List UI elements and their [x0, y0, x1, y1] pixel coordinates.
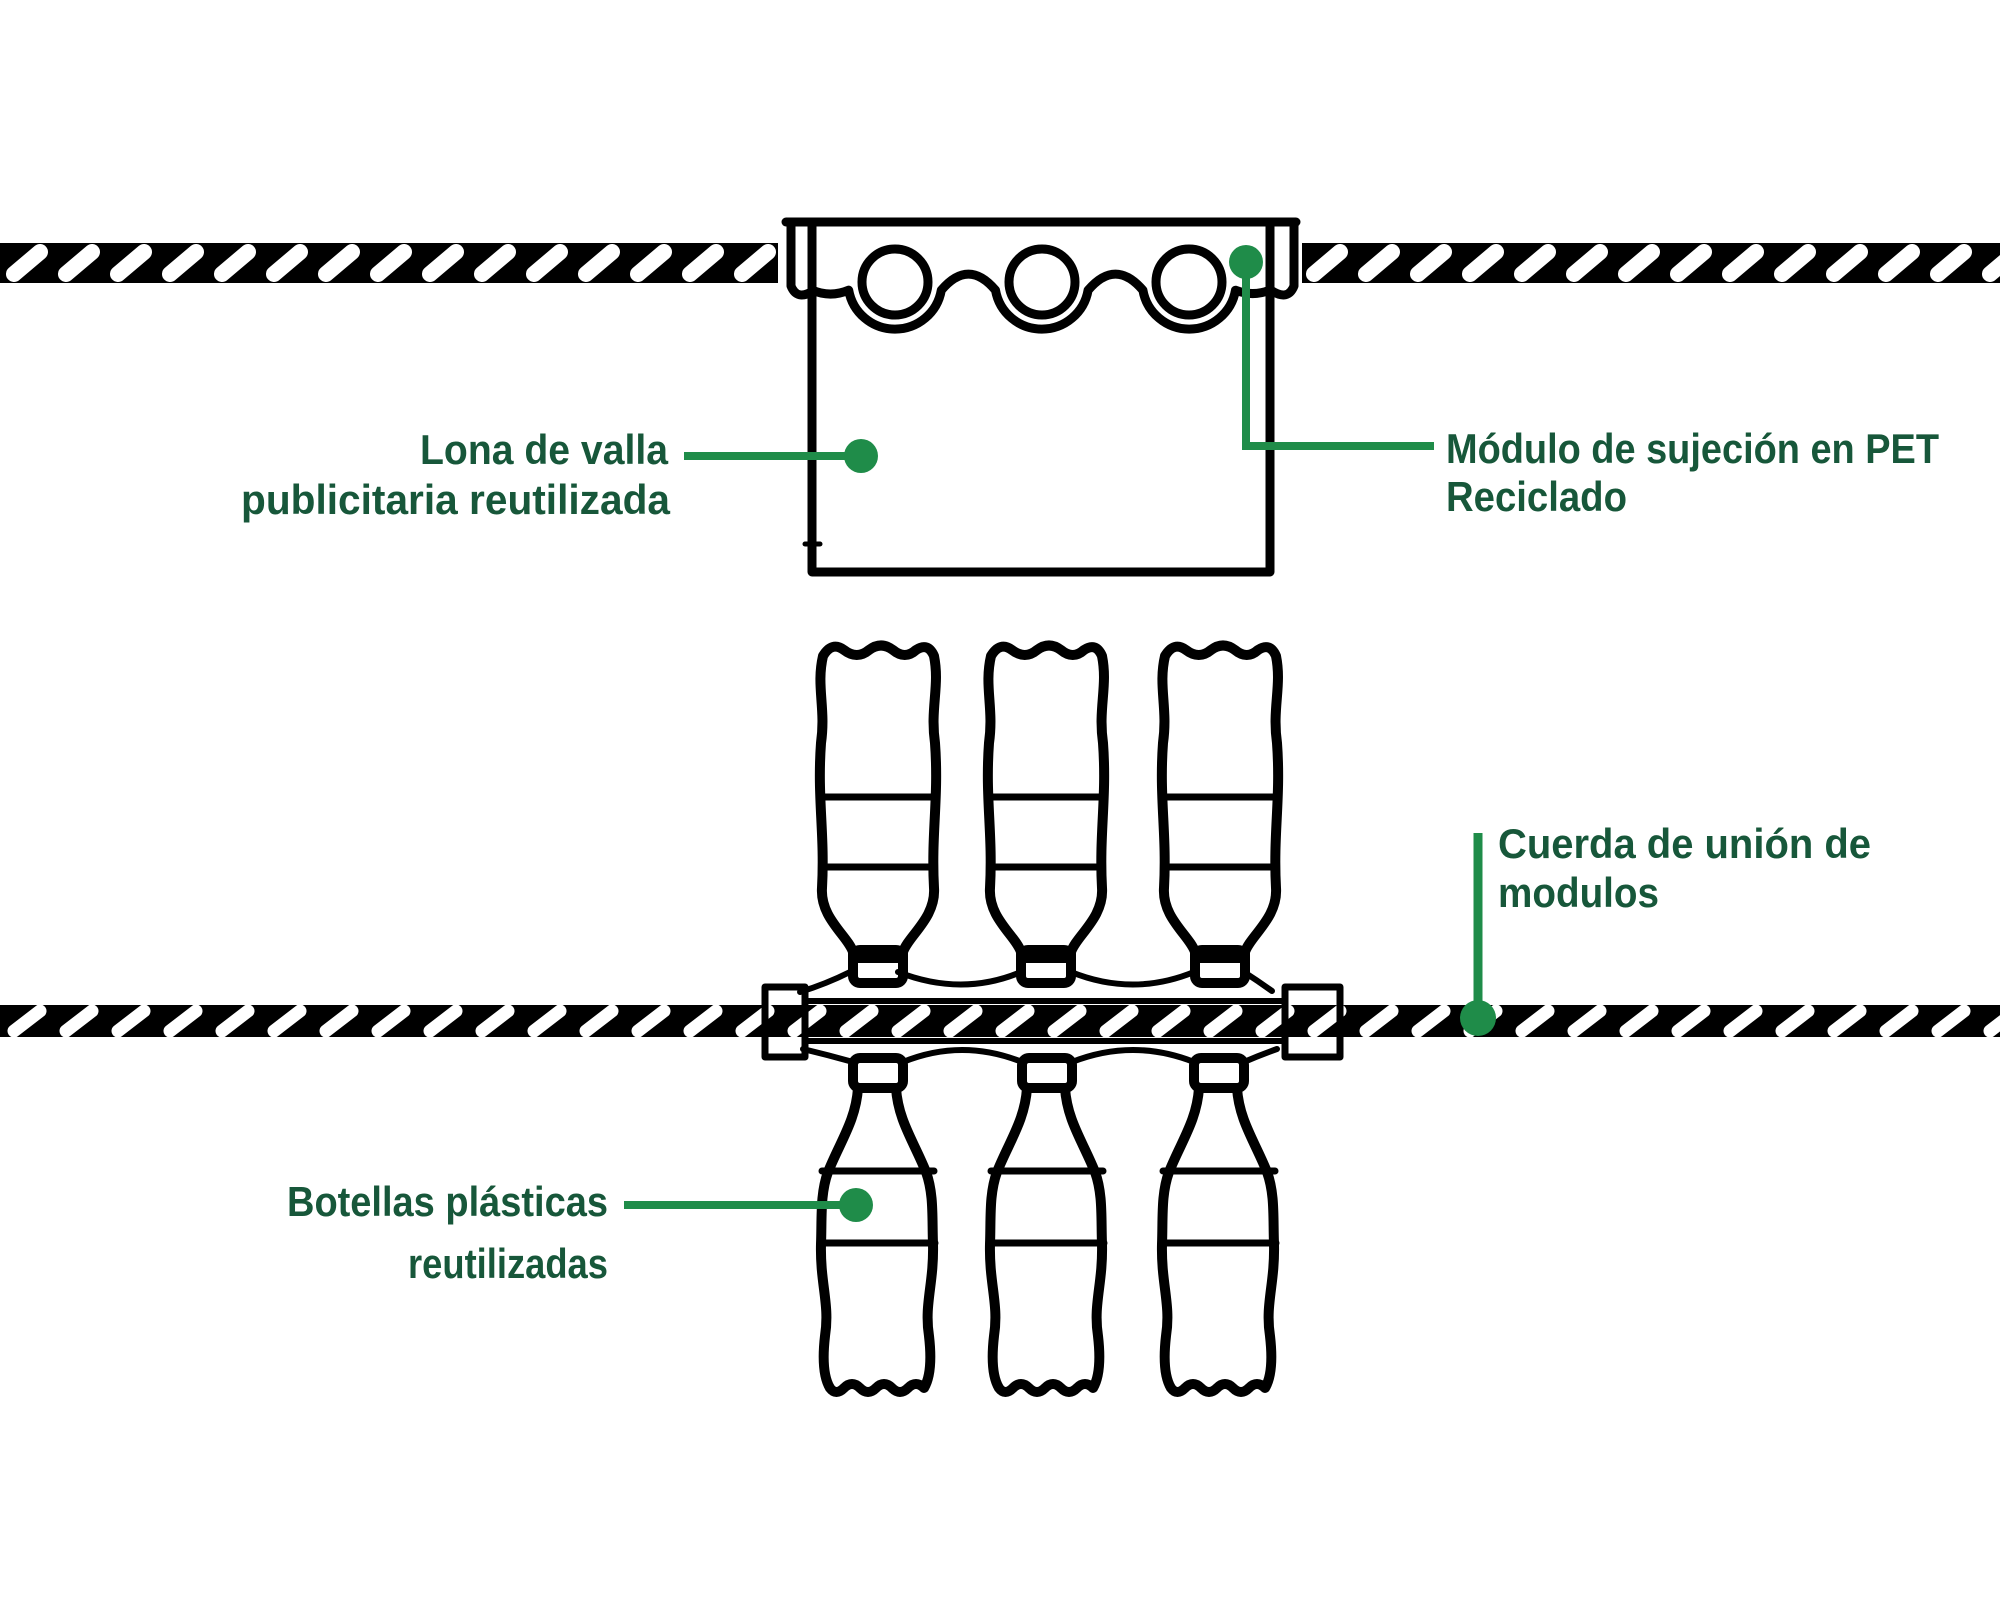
label-modulo-line2: Reciclado: [1446, 473, 1627, 520]
plastic-bottle-icon: [820, 646, 936, 984]
plastic-bottle-icon: [990, 1058, 1104, 1392]
callout-modulo: [1229, 245, 1434, 450]
module-hole-icon: [1151, 244, 1227, 320]
callout-lona: [684, 439, 878, 473]
top-rope-icon-left: [0, 243, 778, 283]
callout-dot: [1229, 245, 1263, 279]
connection-rope-icon: [0, 1005, 2000, 1037]
label-modulo-line1: Módulo de sujeción en PET: [1446, 425, 1939, 472]
plastic-bottle-icon: [1162, 1058, 1276, 1392]
label-cuerda-line2: modulos: [1498, 869, 1659, 916]
callout-dot: [844, 439, 878, 473]
callout-cuerda: [1460, 833, 1496, 1036]
label-lona: Lona de valla publicitaria reutilizada: [241, 426, 671, 523]
label-modulo: Módulo de sujeción en PET Reciclado: [1446, 425, 1939, 520]
rope-sleeve: [802, 998, 1288, 1044]
lower-bottles: [821, 1058, 1276, 1392]
label-cuerda-line1: Cuerda de unión de: [1498, 820, 1871, 867]
upper-bottles: [820, 646, 1278, 984]
label-lona-line1: Lona de valla: [420, 426, 669, 473]
module-hole-icon: [1004, 244, 1080, 320]
banner-canvas-icon: [802, 217, 1275, 577]
label-botellas: Botellas plásticas reutilizadas: [287, 1178, 608, 1287]
callout-botellas: [624, 1188, 873, 1222]
plastic-bottle-icon: [821, 1058, 935, 1392]
label-lona-line2: publicitaria reutilizada: [241, 476, 671, 523]
label-cuerda: Cuerda de unión de modulos: [1498, 820, 1871, 916]
module-plate-icon: [781, 217, 1301, 334]
plastic-bottle-icon: [1162, 646, 1278, 984]
callout-dot: [1460, 1000, 1496, 1036]
label-botellas-line1: Botellas plásticas: [287, 1178, 608, 1225]
callout-dot: [839, 1188, 873, 1222]
top-rope-icon-right: [1302, 243, 2000, 283]
sleeve-bracket-right: [1281, 983, 1344, 1061]
module-hole-icon: [857, 244, 933, 320]
label-botellas-line2: reutilizadas: [408, 1240, 608, 1287]
sleeve-bracket-left: [761, 983, 809, 1061]
plastic-bottle-icon: [988, 646, 1104, 984]
